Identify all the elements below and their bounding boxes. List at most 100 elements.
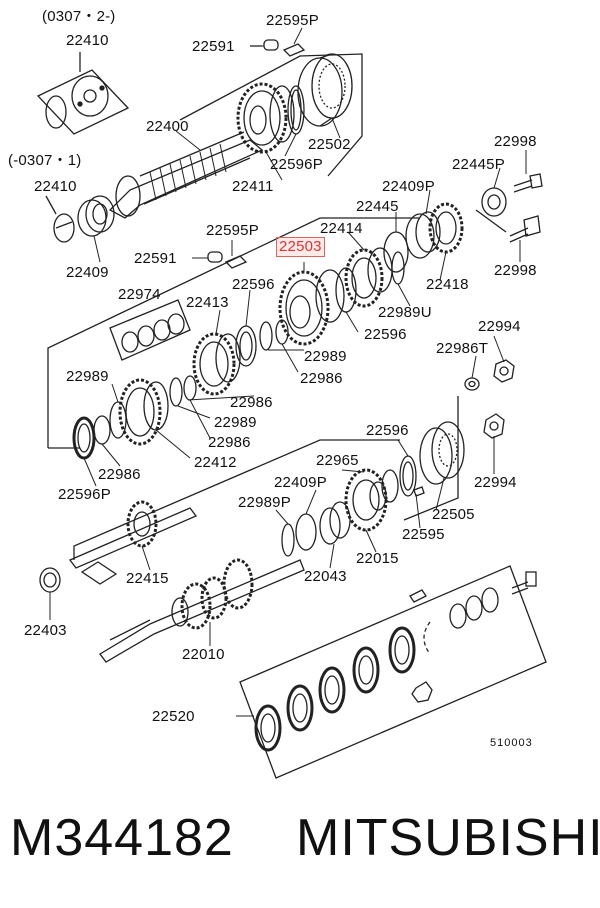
label-22989-a: 22989 [304,348,347,365]
gear-22015 [344,468,388,532]
label-22989-left: 22989 [66,368,109,385]
label-22403: 22403 [24,622,67,639]
label-22414: 22414 [320,220,363,237]
label-22595: 22595 [402,526,445,543]
label-22410-left: 22410 [34,178,77,195]
label-22596-a: 22596 [232,276,275,293]
label-22445P: 22445P [452,156,505,173]
label-22986-c: 22986 [208,434,251,451]
leader [475,209,507,233]
leader [403,396,459,521]
key-22595P-top [282,43,306,57]
label-22596P-left: 22596P [58,486,111,503]
bearing-22445P [481,187,507,217]
bolt-22998-bottom [509,215,541,243]
label-22986-b: 22986 [230,394,273,411]
label-22994-bottom: 22994 [474,474,517,491]
shim-set-22974 [109,299,191,361]
group-frame-lower [73,439,400,560]
label-22400: 22400 [146,118,189,135]
label-22409: 22409 [66,264,109,281]
label-22998-bottom: 22998 [494,262,537,279]
ring-22989-a [259,321,273,351]
gear-22414 [344,247,393,308]
part-number: M344182 [10,809,234,867]
ring-22989P [281,523,295,557]
note-0307-2: (0307・2-) [42,8,116,25]
needle-bearing-22043 [319,501,351,545]
label-22965: 22965 [316,452,359,469]
note-0307-1: (-0307・1) [8,152,82,169]
label-22445: 22445 [356,198,399,215]
thrust-plate-22410 [45,75,109,129]
label-22412: 22412 [194,454,237,471]
label-22596-c: 22596 [366,422,409,439]
label-22409P-mid: 22409P [274,474,327,491]
key-22595-main [413,486,425,497]
ring-22986-a [275,319,289,345]
input-shaft-22400 [108,131,264,219]
label-22043: 22043 [304,568,347,585]
label-22595P-mid: 22595P [206,222,259,239]
group-frame-top [179,53,363,177]
thrust-plate-22410-left [53,213,75,243]
label-22410-top: 22410 [66,32,109,49]
synchro-ring-set-22520 [254,571,537,752]
nut-22994-bottom [483,413,505,439]
ring-22989-b [169,377,183,407]
label-22994-top: 22994 [478,318,521,335]
ring-22986-b [183,375,197,401]
label-22989-b: 22989 [214,414,257,431]
gear-22413 [192,332,241,396]
label-22591-mid: 22591 [134,250,177,267]
brand-name: MITSUBISHI [296,809,600,867]
label-22998-top: 22998 [494,133,537,150]
leader-lines [49,27,527,717]
label-22520: 22520 [152,708,195,725]
ring-set-frame-22520 [239,565,547,779]
reverse-idler-22415 [68,500,198,585]
label-22989P: 22989P [238,494,291,511]
synchro-assembly-22505 [419,421,465,485]
washer-22986T [464,377,480,391]
label-22596-b: 22596 [364,326,407,343]
label-22502: 22502 [308,136,351,153]
pin-22591-top [250,39,279,51]
label-22591-top: 22591 [192,38,235,55]
label-22411: 22411 [232,178,274,195]
bolt-22998-top [513,173,543,193]
nut-22994-top [493,359,515,383]
synchro-assembly-22502 [297,53,353,127]
label-22986-left: 22986 [98,466,141,483]
label-22989U: 22989U [378,304,432,321]
label-22595P-top: 22595P [266,12,319,29]
diagram-code: 510003 [490,737,533,749]
ring-22989-left [109,401,127,439]
ring-22596P-left [72,416,96,460]
snap-ring-22403 [39,567,61,593]
label-22409P-top: 22409P [382,178,435,195]
gear-22411 [236,82,295,154]
ring-22989U [391,251,405,285]
bearing-22409 [77,195,115,237]
label-22505: 22505 [432,506,475,523]
label-22596P-top: 22596P [270,156,323,173]
bearing-22409P-mid [295,513,317,551]
ring-22986-left [93,415,111,445]
label-22503-highlighted[interactable]: 22503 [276,237,325,257]
pin-22591-mid [207,251,223,263]
label-22415: 22415 [126,570,169,587]
label-22974: 22974 [118,286,161,303]
label-22986-a: 22986 [300,370,343,387]
label-22015: 22015 [356,550,399,567]
label-22010: 22010 [182,646,225,663]
leader [45,195,57,215]
label-22413: 22413 [186,294,229,311]
main-shaft-22010 [99,558,305,663]
spacer-22965 [381,469,399,503]
bracket-box-22410-top [36,52,130,135]
label-22418: 22418 [426,276,469,293]
bearing-22409P-top [405,211,441,259]
